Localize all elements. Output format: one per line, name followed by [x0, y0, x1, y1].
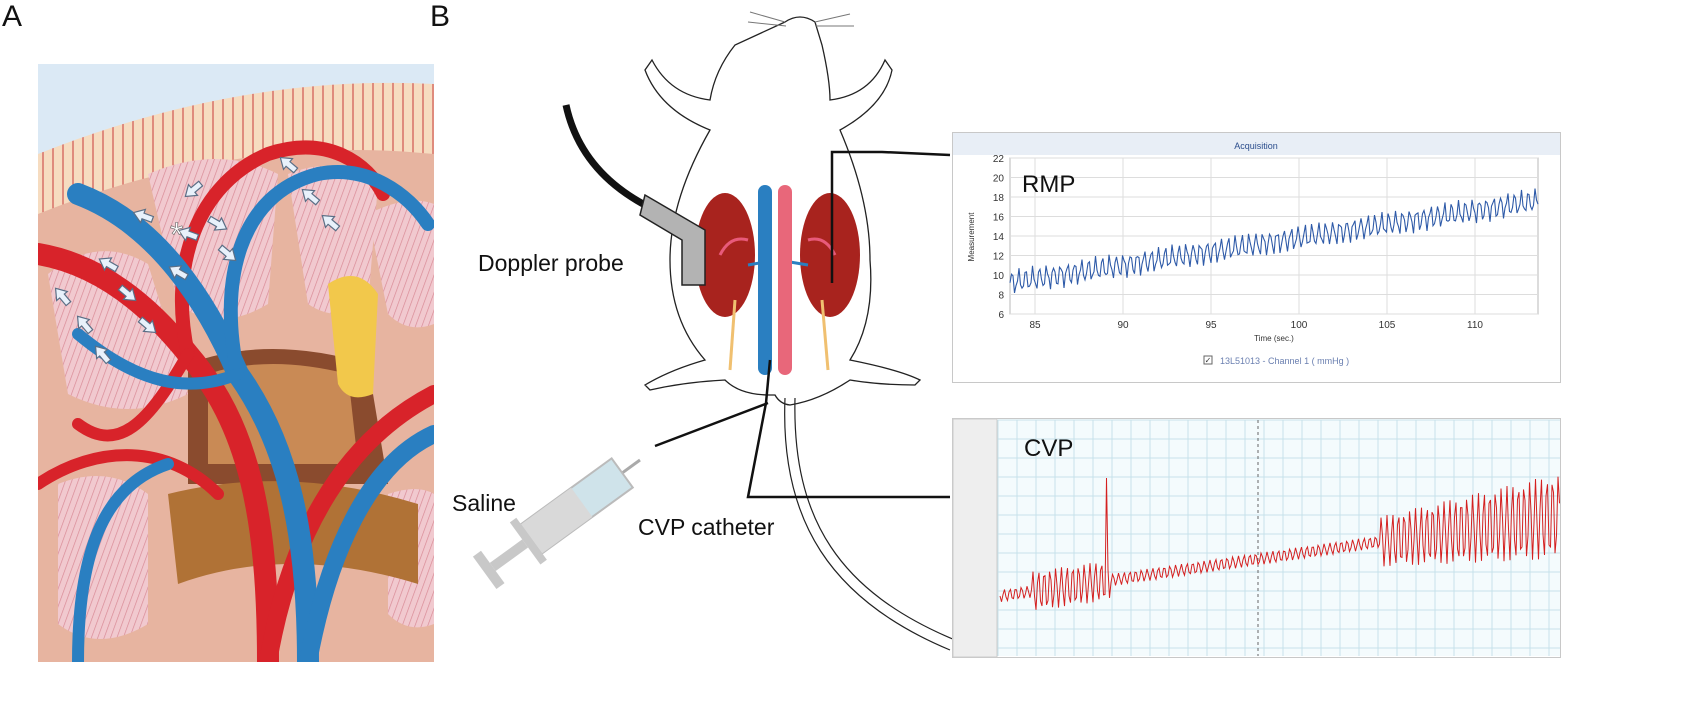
asterisk-icon: * — [170, 216, 183, 254]
doppler-probe-icon — [639, 193, 706, 286]
renal-pyramid — [48, 251, 188, 409]
rmp-xtick-label: 105 — [1379, 320, 1396, 331]
legend-checkbox — [1203, 355, 1213, 365]
rmp-trace-label: RMP — [1022, 171, 1075, 198]
rat-schematic — [472, 11, 956, 651]
syringe-icon — [472, 456, 641, 590]
rmp-ytick-label: 18 — [993, 193, 1005, 204]
flow-arrow-icon — [54, 156, 341, 365]
rmp-ytick-label: 8 — [998, 291, 1004, 302]
rmp-xtick-label: 100 — [1291, 320, 1308, 331]
vena-cava — [758, 185, 772, 375]
rmp-legend: 13L51013 - Channel 1 ( mmHg ) — [1220, 356, 1349, 366]
rmp-acquisition-window: Acquisition 6 8 10 12 14 16 18 20 22 85 90 95 100 10… — [952, 132, 1561, 383]
svg-text:✓: ✓ — [1205, 356, 1212, 365]
rmp-trace — [1009, 188, 1539, 294]
kidney-illustration: * — [38, 64, 434, 662]
rmp-ytick-label: 20 — [993, 174, 1005, 185]
rmp-ytick-label: 16 — [993, 213, 1005, 224]
rmp-xtick-label: 95 — [1205, 320, 1217, 331]
cvp-trace-label: CVP — [1024, 435, 1073, 462]
cvp-recording-window: CVP — [952, 418, 1561, 658]
left-kidney — [695, 193, 755, 317]
doppler-probe-label: Doppler probe — [478, 250, 624, 276]
rmp-xtick-label: 90 — [1117, 320, 1129, 331]
rmp-ytick-label: 6 — [998, 310, 1004, 321]
window-title: Acquisition — [1234, 141, 1278, 151]
renal-pyramid — [368, 200, 434, 328]
right-kidney — [800, 193, 860, 317]
rmp-ylabel: Measurement — [967, 212, 976, 262]
rmp-xlabel: Time (sec.) — [1254, 334, 1294, 343]
saline-label: Saline — [452, 490, 516, 516]
panel-letter-a: A — [2, 0, 23, 33]
renal-pyramid — [58, 476, 148, 639]
rmp-xtick-label: 110 — [1467, 320, 1483, 331]
rmp-xtick-label: 85 — [1029, 320, 1041, 331]
rmp-ytick-label: 10 — [993, 271, 1005, 282]
aorta — [778, 185, 792, 375]
cvp-catheter-label: CVP catheter — [638, 514, 775, 540]
rmp-ytick-label: 14 — [993, 232, 1005, 243]
panel-letter-b: B — [430, 0, 451, 33]
rmp-ytick-label: 12 — [993, 252, 1005, 263]
cvp-trace — [999, 476, 1560, 610]
rmp-ytick-label: 22 — [993, 154, 1005, 165]
